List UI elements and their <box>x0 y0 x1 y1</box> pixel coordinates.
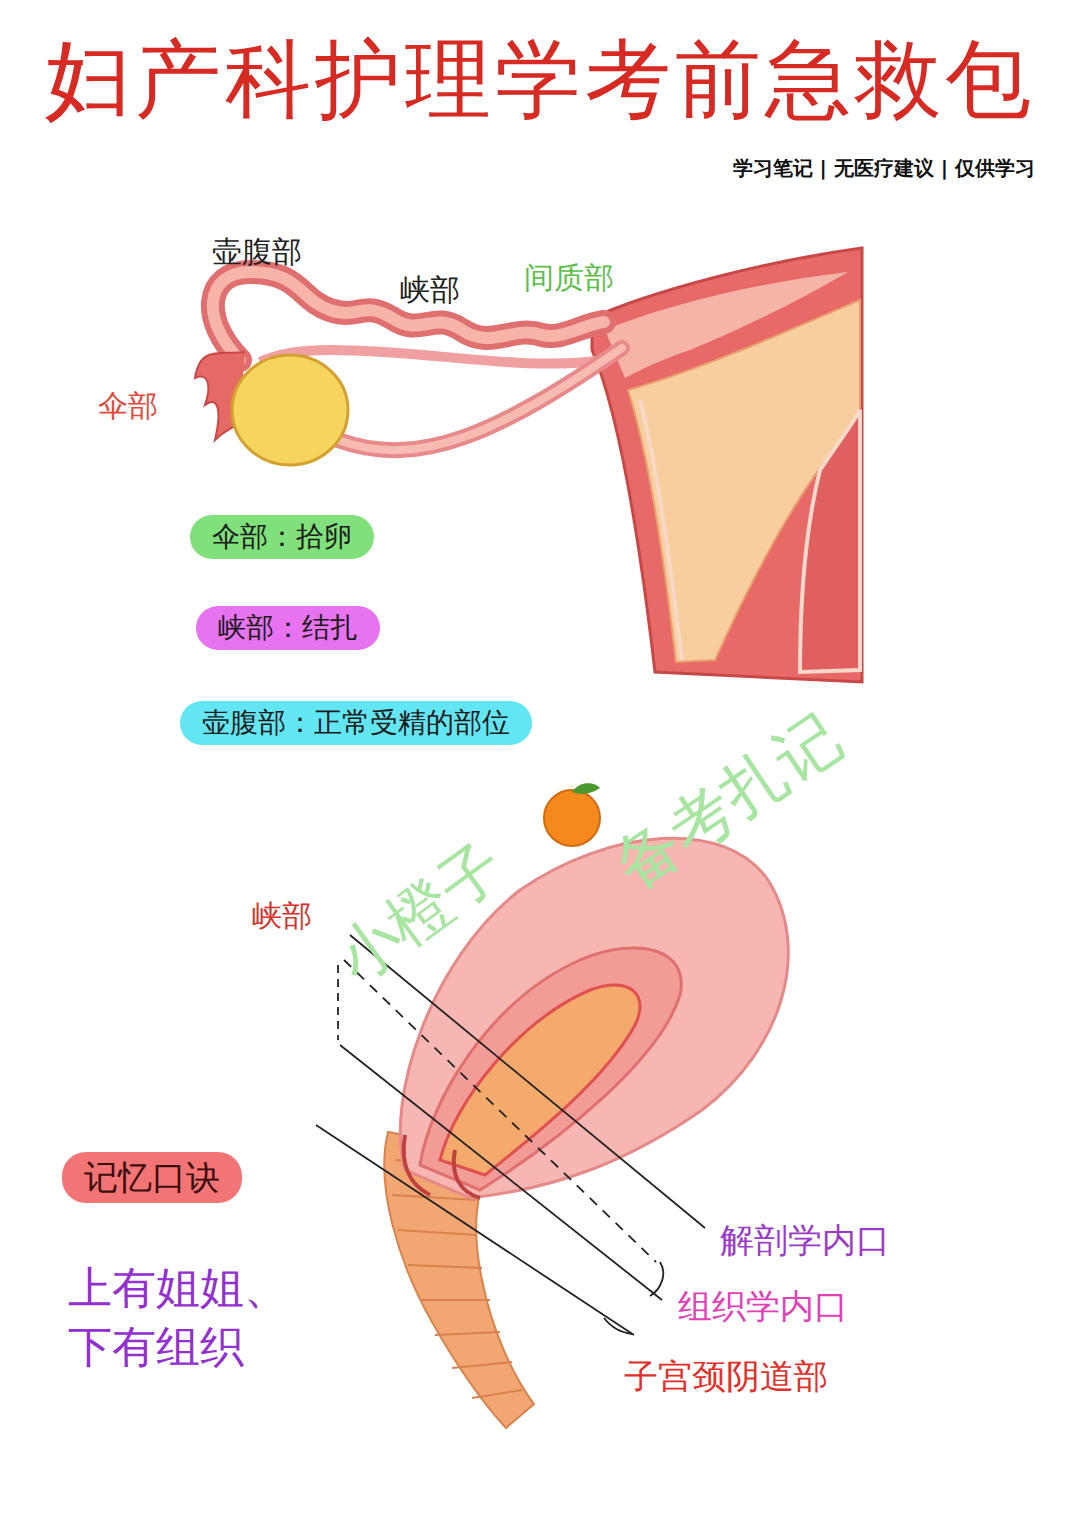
part-label: 解剖学内口 <box>720 1220 890 1261</box>
pill-text: 峡部：结扎 <box>218 611 358 645</box>
orange-body <box>544 790 600 846</box>
ovary <box>232 355 348 465</box>
uterine-cavity <box>440 985 640 1175</box>
bracket <box>337 965 339 1040</box>
subtitle: 学习笔记 | 无医疗建议 | 仅供学习 <box>733 156 1035 180</box>
pill-text: 记忆口诀 <box>84 1157 220 1198</box>
uterus-line <box>640 400 682 660</box>
part-label: 峡部 <box>400 272 460 308</box>
part-label: 间质部 <box>524 260 614 296</box>
part-label: 上有姐姐、 下有组织 <box>68 1258 318 1377</box>
dashed-line <box>344 960 656 1262</box>
orange-icon <box>544 783 600 846</box>
uterus-upper <box>592 248 862 682</box>
title: 妇产科护理学考前急救包 <box>0 28 1080 131</box>
part-label: 壶腹部 <box>212 234 302 270</box>
pill-text: 壶腹部：正常受精的部位 <box>202 706 510 740</box>
orange-leaf <box>572 783 600 794</box>
pill-box: 记忆口诀 <box>62 1152 242 1203</box>
leader-line <box>350 935 705 1228</box>
cervical-canal <box>404 1135 480 1198</box>
pill-text: 伞部：拾卵 <box>212 520 352 554</box>
leader-lines <box>316 935 705 1335</box>
uterus-muscle <box>592 248 862 682</box>
bracket <box>650 1262 663 1296</box>
endometrium <box>420 948 681 1190</box>
ovarian-ligament <box>338 348 622 450</box>
part-label: 子宫颈阴道部 <box>624 1356 828 1397</box>
bracket <box>604 1318 632 1334</box>
ovarian-ligament-inner <box>338 348 622 450</box>
part-label: 伞部 <box>98 388 158 424</box>
leader-line <box>316 1125 634 1335</box>
fallopian-tube <box>195 272 622 465</box>
part-label: 组织学内口 <box>678 1286 848 1327</box>
part-label: 峡部 <box>252 898 312 934</box>
uterus-muscle-right <box>800 410 860 672</box>
pill-box: 壶腹部：正常受精的部位 <box>180 701 532 745</box>
vagina-rugae <box>392 1160 522 1398</box>
watermark: 备考扎记 <box>601 698 856 905</box>
pill-box: 伞部：拾卵 <box>190 515 374 559</box>
watermark: 小橙子 <box>323 828 517 998</box>
pill-box: 峡部：结扎 <box>196 606 380 650</box>
